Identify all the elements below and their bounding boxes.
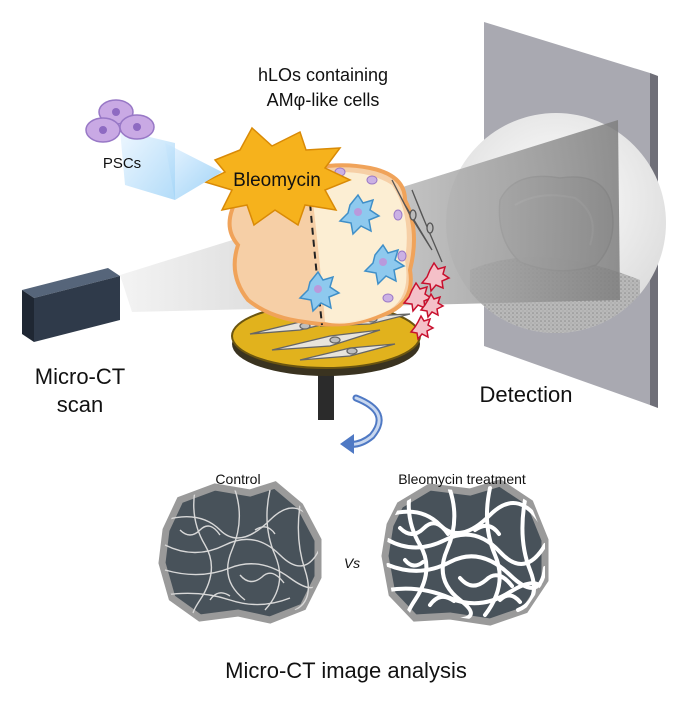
micro-ct-label-line1: Micro-CT xyxy=(35,364,125,389)
psc-cells xyxy=(85,99,222,200)
analysis-title: Micro-CT image analysis xyxy=(225,658,467,683)
hlo-label-line1: hLOs containing xyxy=(258,65,388,85)
micro-ct-source xyxy=(22,268,120,342)
pscs-label: PSCs xyxy=(103,155,141,172)
micro-ct-label-line2: scan xyxy=(57,392,103,417)
bleomycin-label: Bleomycin xyxy=(233,170,321,191)
damaged-cells xyxy=(402,261,451,341)
bleomycin-starburst xyxy=(202,126,352,227)
control-label: Control xyxy=(215,471,260,487)
hlo-label-line2: AMφ-like cells xyxy=(267,90,380,110)
spindle-cells xyxy=(391,179,443,263)
detection-label: Detection xyxy=(480,382,573,407)
rotation-arrow-icon xyxy=(340,394,383,454)
control-tissue xyxy=(158,481,322,624)
bleomycin-treatment-label: Bleomycin treatment xyxy=(398,471,526,487)
vs-label: Vs xyxy=(344,555,360,571)
bleomycin-tissue xyxy=(381,479,549,626)
